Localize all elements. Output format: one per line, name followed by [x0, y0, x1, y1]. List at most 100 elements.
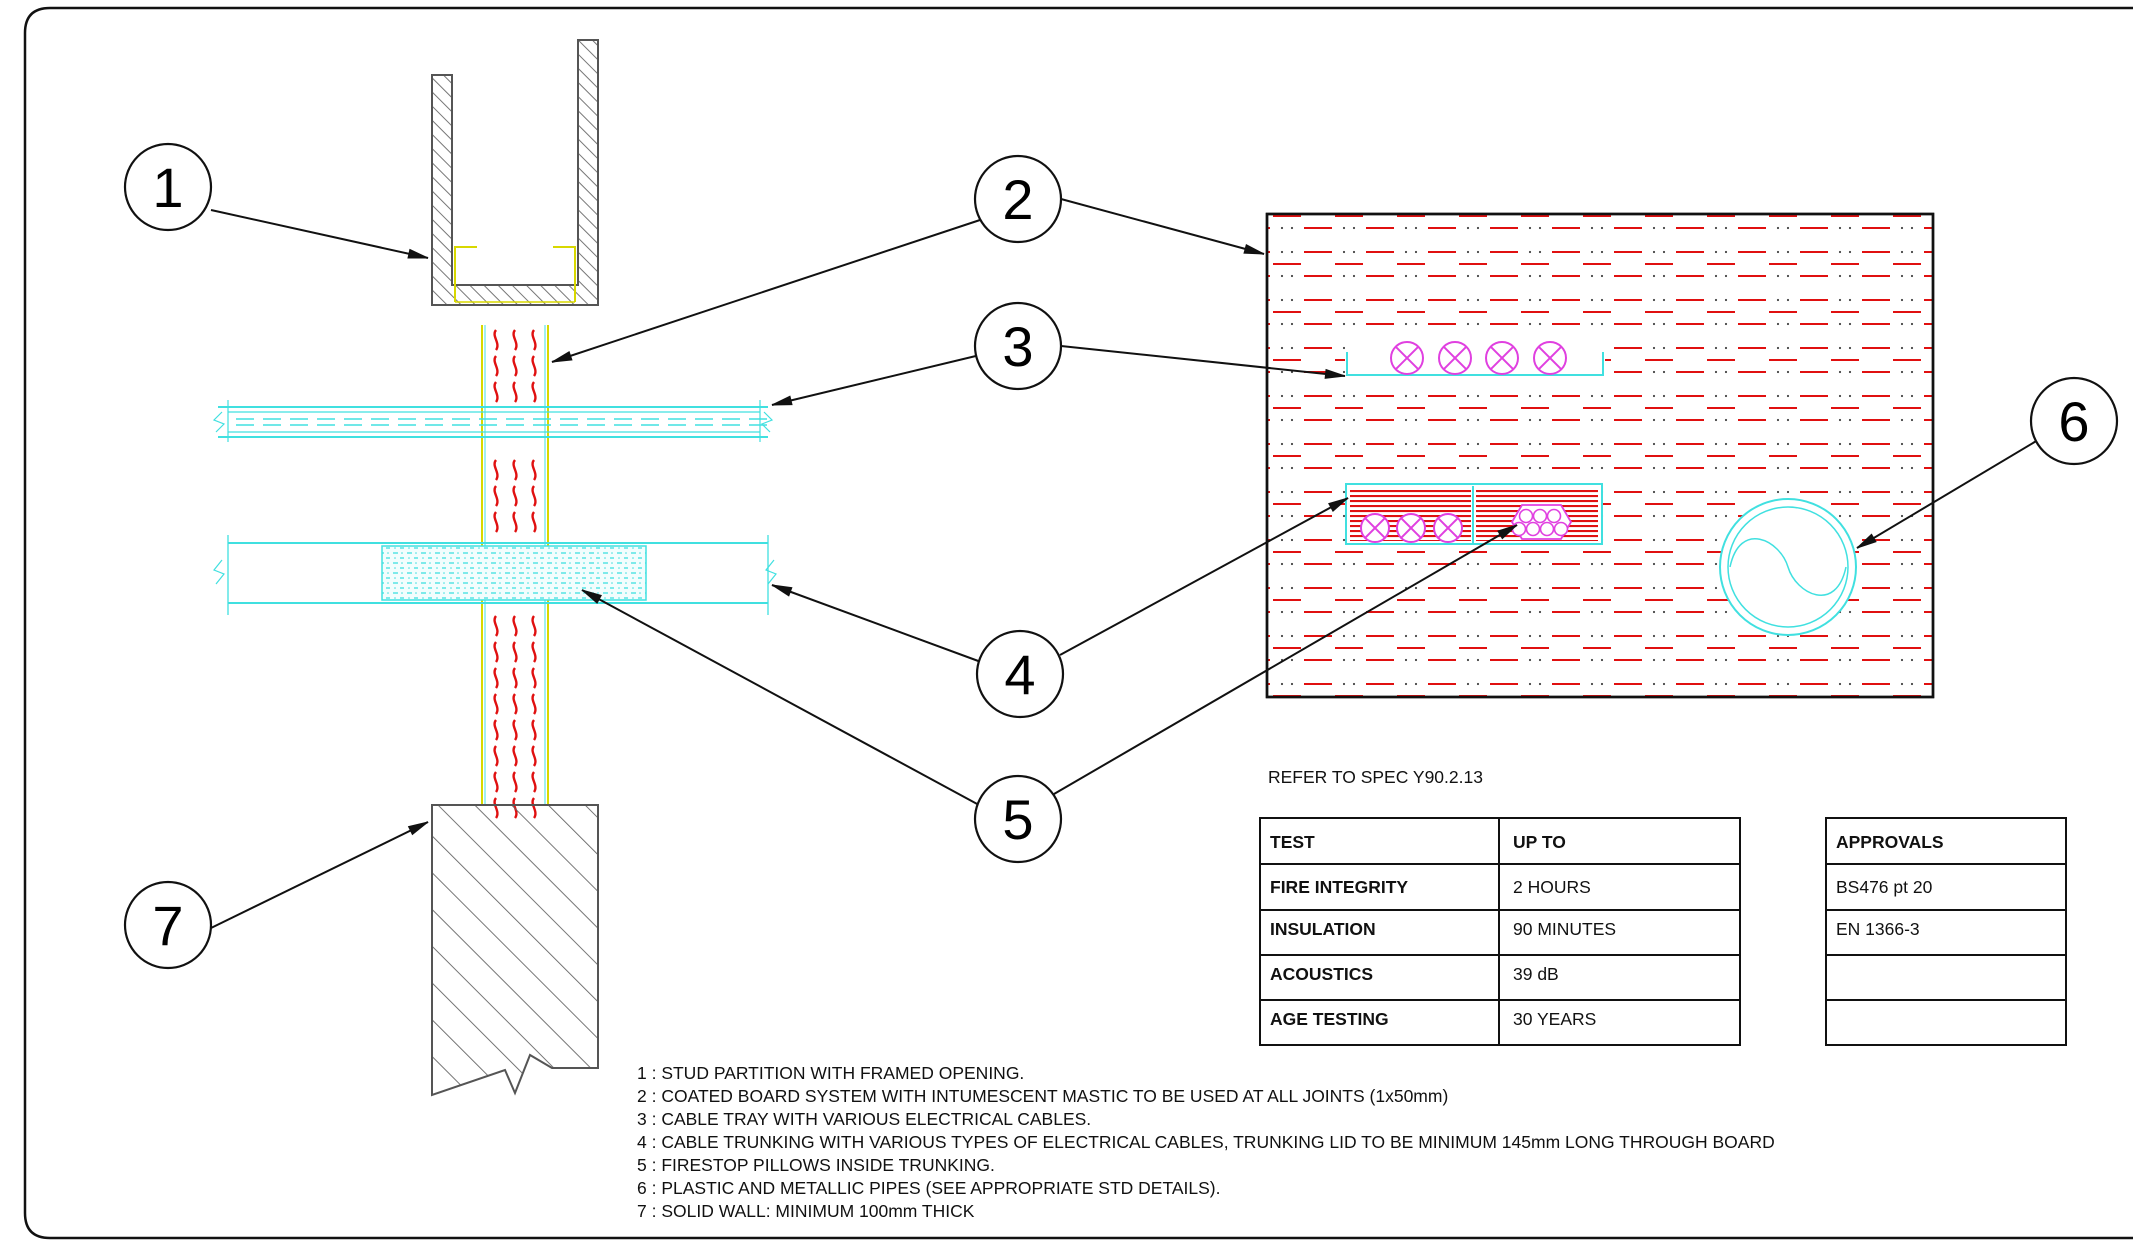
intumescent-wiggle — [531, 745, 537, 767]
test-cell: AGE TESTING — [1270, 1009, 1389, 1029]
intumescent-wiggle — [512, 771, 518, 793]
callout-3: 3 — [973, 301, 1063, 391]
intumescent-wiggle — [512, 693, 518, 715]
intumescent-wiggle — [512, 381, 518, 403]
sheet-border — [23, 6, 2133, 1240]
callout-7: 7 — [123, 880, 213, 970]
note-line: 3 : CABLE TRAY WITH VARIOUS ELECTRICAL C… — [637, 1109, 1091, 1129]
intumescent-wiggle — [493, 459, 499, 481]
test-table: TEST UP TO FIRE INTEGRITY 2 HOURS INSULA… — [1259, 817, 1741, 1046]
pipe-elevation — [1719, 498, 1857, 636]
approval-cell: EN 1366-3 — [1836, 919, 1920, 939]
stud-partition-frame — [431, 39, 599, 306]
intumescent-wiggle — [531, 355, 537, 377]
callout-4-label: 4 — [1004, 643, 1035, 706]
intumescent-wiggle — [512, 511, 518, 533]
leader-line — [1856, 439, 2039, 549]
upto-cell: 2 HOURS — [1513, 877, 1591, 897]
intumescent-wiggle — [493, 667, 499, 689]
approvals-table: APPROVALS BS476 pt 20 EN 1366-3 — [1825, 817, 2067, 1046]
cable-icon — [1438, 341, 1472, 375]
pillow-circle — [1553, 521, 1569, 537]
upto-cell: 30 YEARS — [1513, 1009, 1596, 1029]
intumescent-wiggle — [512, 485, 518, 507]
cable-tray-elevation — [1345, 340, 1605, 376]
cable-icon — [1485, 341, 1519, 375]
cable-icon — [1533, 341, 1567, 375]
cable-tray-section — [212, 400, 774, 442]
cable-icon — [1360, 513, 1390, 543]
cable-icon — [1396, 513, 1426, 543]
callout-5: 5 — [973, 774, 1063, 864]
test-cell: ACOUSTICS — [1270, 964, 1373, 984]
note-line: 2 : COATED BOARD SYSTEM WITH INTUMESCENT… — [637, 1086, 1448, 1106]
callout-6-label: 6 — [2058, 390, 2089, 453]
note-line: 4 : CABLE TRUNKING WITH VARIOUS TYPES OF… — [637, 1132, 1775, 1152]
intumescent-wiggle — [493, 745, 499, 767]
test-cell: INSULATION — [1270, 919, 1376, 939]
spec-reference: REFER TO SPEC Y90.2.13 — [1268, 767, 1483, 787]
trunking-elevation — [1345, 483, 1603, 545]
intumescent-wiggle — [493, 329, 499, 351]
callout-1-label: 1 — [152, 156, 183, 219]
pillow-circle — [1546, 508, 1562, 524]
intumescent-wiggle — [531, 693, 537, 715]
section-view — [212, 39, 777, 1097]
pillow-circle — [1511, 521, 1527, 537]
cable-icon — [1390, 341, 1424, 375]
intumescent-wiggle — [512, 667, 518, 689]
intumescent-wiggle — [531, 641, 537, 663]
intumescent-wiggle — [493, 641, 499, 663]
approvals-header: APPROVALS — [1836, 832, 1944, 852]
leader-line — [1059, 497, 1349, 656]
leader-line — [1060, 345, 1346, 379]
intumescent-wiggle — [512, 745, 518, 767]
elevation-view — [1265, 212, 1935, 699]
intumescent-wiggle — [493, 355, 499, 377]
callout-5-label: 5 — [1002, 788, 1033, 851]
test-cell: FIRE INTEGRITY — [1270, 877, 1408, 897]
callout-6: 6 — [2029, 376, 2119, 466]
callout-7-label: 7 — [152, 894, 183, 957]
intumescent-wiggle — [512, 329, 518, 351]
callout-2-label: 2 — [1002, 168, 1033, 231]
firestop-pillow-section — [381, 545, 647, 601]
intumescent-wiggle — [531, 485, 537, 507]
callout-2: 2 — [973, 154, 1063, 244]
intumescent-wiggle — [493, 485, 499, 507]
leader-line — [1053, 524, 1518, 795]
leader-line — [581, 589, 980, 806]
test-header: TEST — [1270, 832, 1315, 852]
callout-4: 4 — [975, 629, 1065, 719]
pillow-circle — [1532, 508, 1548, 524]
note-line: 5 : FIRESTOP PILLOWS INSIDE TRUNKING. — [637, 1155, 995, 1175]
intumescent-wiggle — [512, 641, 518, 663]
callout-1: 1 — [123, 142, 213, 232]
intumescent-wiggle — [531, 511, 537, 533]
intumescent-wiggle — [512, 719, 518, 741]
upto-cell: 90 MINUTES — [1513, 919, 1616, 939]
intumescent-wiggle — [512, 355, 518, 377]
cable-icon — [1433, 513, 1463, 543]
intumescent-wiggle — [512, 459, 518, 481]
pillow-circle — [1525, 521, 1541, 537]
intumescent-wiggle — [493, 615, 499, 637]
upto-cell: 39 dB — [1513, 964, 1559, 984]
intumescent-wiggle — [531, 615, 537, 637]
upto-header: UP TO — [1513, 832, 1566, 852]
notes-list: 1 : STUD PARTITION WITH FRAMED OPENING. … — [637, 1063, 1775, 1221]
note-line: 7 : SOLID WALL: MINIMUM 100mm THICK — [637, 1201, 975, 1221]
leader-line — [210, 209, 429, 259]
intumescent-wiggle — [493, 719, 499, 741]
note-line: 6 : PLASTIC AND METALLIC PIPES (SEE APPR… — [637, 1178, 1221, 1198]
intumescent-wiggle — [493, 693, 499, 715]
callout-3-label: 3 — [1002, 315, 1033, 378]
intumescent-wiggle — [493, 511, 499, 533]
intumescent-wiggle — [531, 329, 537, 351]
note-line: 1 : STUD PARTITION WITH FRAMED OPENING. — [637, 1063, 1024, 1083]
leader-line — [210, 821, 429, 929]
approval-cell: BS476 pt 20 — [1836, 877, 1933, 897]
intumescent-wiggle — [531, 381, 537, 403]
leader-line — [551, 219, 981, 363]
